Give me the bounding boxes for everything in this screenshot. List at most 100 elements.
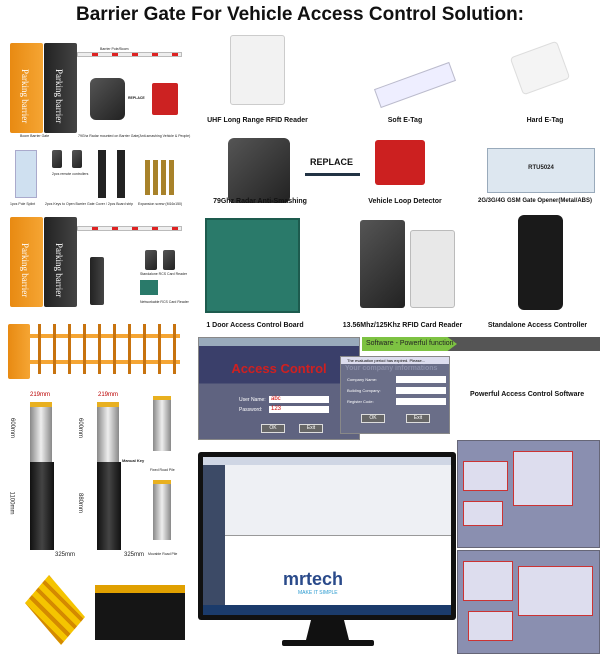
bollards: 219mm 219mm 600mm 600mm 1100mm 880mm 325… bbox=[0, 390, 195, 570]
networkable-label: Networkable RCS Card Reader bbox=[140, 300, 189, 304]
page-title: Barrier Gate For Vehicle Access Control … bbox=[75, 4, 525, 25]
board-strip-icon bbox=[117, 150, 125, 198]
caption-gate: Boom Barrier Gate bbox=[20, 134, 50, 138]
bollard-1 bbox=[30, 402, 52, 462]
software-screenshot bbox=[457, 550, 600, 654]
product-label: 79Ghz Radar Anti-Smashing bbox=[213, 198, 307, 205]
product-label: 2G/3G/4G GSM Gate Opener(Metal/ABS) bbox=[477, 198, 593, 204]
card-reader-icon bbox=[163, 250, 175, 270]
keys-label: 2pcs Keys to Open Barrier Gate Cover / 2… bbox=[45, 202, 134, 206]
loop-detector-icon bbox=[375, 140, 425, 185]
bollard-2 bbox=[97, 402, 119, 462]
monitor-screen: mrtech MAKE IT SIMPLE bbox=[203, 457, 451, 615]
product-label: Standalone Access Controller bbox=[487, 322, 588, 329]
orange-barrier-cabinet: Parking barrier bbox=[10, 43, 43, 133]
orange-barrier-cabinet: Parking barrier bbox=[10, 217, 43, 307]
product-label: Hard E-Tag bbox=[526, 117, 564, 124]
ok-button[interactable]: OK bbox=[261, 424, 285, 433]
black-barrier-cabinet: Parking barrier bbox=[44, 43, 77, 133]
replace-label: REPLACE bbox=[310, 157, 354, 167]
pole-splint-icon bbox=[15, 150, 37, 198]
code-input[interactable] bbox=[396, 398, 446, 405]
building-input[interactable] bbox=[396, 387, 446, 394]
dim-h-bottom-1: 1100mm bbox=[8, 491, 15, 515]
barrier-arm bbox=[77, 52, 182, 57]
control-board-icon bbox=[205, 218, 300, 313]
product-label: Soft E-Tag bbox=[387, 117, 423, 124]
small-barrier bbox=[90, 257, 104, 305]
caption-radar: 79Ghz Radar mounted on Barrier Gate(Anti… bbox=[78, 134, 191, 138]
remote-label: 2pcs remote controllers bbox=[52, 172, 89, 176]
register-heading: Your company informations bbox=[345, 365, 438, 372]
company-label: Company Name: bbox=[347, 377, 378, 382]
soft-tag-icon bbox=[373, 61, 457, 109]
uhf-reader-icon bbox=[230, 35, 285, 105]
software-caption: Powerful Access Control Software bbox=[470, 391, 585, 398]
login-heading: Access Control bbox=[231, 361, 327, 376]
register-titlebar: The evaluation period has expired. Pleas… bbox=[341, 357, 449, 364]
login-titlebar bbox=[199, 338, 359, 346]
bollard-1-base bbox=[30, 462, 54, 550]
barrier-brand-text: Parking barrier bbox=[54, 69, 64, 124]
software-banner: Software - Powerful function bbox=[362, 337, 600, 351]
barrier-brand-text: Parking barrier bbox=[20, 69, 30, 124]
software-screenshot bbox=[457, 440, 600, 548]
movable-pile-label: Movable Road Pile bbox=[148, 552, 178, 556]
barrier-brand-text: Parking barrier bbox=[54, 243, 64, 298]
remote-icon bbox=[72, 150, 82, 168]
board-strip-icon bbox=[98, 150, 106, 198]
barrier-kit-1: Parking barrier Parking barrier Barrier … bbox=[0, 38, 195, 138]
dim-h-top-2: 600mm bbox=[77, 417, 84, 439]
fence-pickets bbox=[38, 324, 180, 374]
standalone-label: Standalone RCS Card Reader bbox=[140, 272, 188, 276]
dim-top-1: 219mm bbox=[30, 392, 51, 398]
pole-splint-label: 1pcs Pole Splint bbox=[10, 202, 36, 206]
dim-top-2: 219mm bbox=[98, 392, 119, 398]
user-label: User Name: bbox=[239, 397, 266, 403]
software-banner-label: Software - Powerful function bbox=[362, 337, 457, 351]
company-input[interactable] bbox=[396, 376, 446, 383]
product-label: UHF Long Range RFID Reader bbox=[207, 117, 308, 124]
product-label: 1 Door Access Control Board bbox=[206, 322, 304, 329]
gsm-model: RTU5024 bbox=[528, 165, 554, 171]
accessories: 1pcs Pole Splint 2pcs remote controllers… bbox=[0, 148, 195, 208]
card-reader-icon bbox=[410, 230, 455, 308]
fence-barrier bbox=[8, 322, 180, 380]
dim-h-top-1: 600mm bbox=[9, 417, 16, 439]
fence-cabinet bbox=[8, 324, 30, 379]
product-label: Vehicle Loop Detector bbox=[368, 198, 442, 205]
black-barrier-cabinet: Parking barrier bbox=[44, 217, 77, 307]
barrier-brand-text: Parking barrier bbox=[20, 243, 30, 298]
mrtech-logo: mrtech bbox=[283, 569, 344, 589]
loop-detector-icon bbox=[152, 83, 178, 115]
password-input[interactable]: 123 bbox=[269, 406, 329, 413]
card-reader-icon bbox=[360, 220, 405, 308]
dim-bottom-1: 325mm bbox=[55, 552, 76, 558]
building-label: Building Company: bbox=[347, 388, 381, 393]
reg-exit-button[interactable]: Exit bbox=[406, 414, 430, 423]
control-board-icon bbox=[140, 280, 158, 295]
screws-label: Expansion screw (M16x150) bbox=[138, 202, 183, 206]
product-label: 13.56Mhz/125Khz RFID Card Reader bbox=[342, 322, 463, 329]
dim-bottom-2: 325mm bbox=[124, 552, 145, 558]
register-window: The evaluation period has expired. Pleas… bbox=[340, 356, 450, 434]
username-input[interactable]: abc bbox=[269, 396, 329, 403]
app-sidebar bbox=[203, 465, 225, 605]
barrier-arm bbox=[77, 226, 182, 231]
replace-label: REPLACE bbox=[128, 96, 145, 100]
card-reader-icon bbox=[145, 250, 157, 270]
manual-key-label: Manual Key bbox=[122, 458, 145, 463]
fixed-pile bbox=[153, 396, 171, 451]
exit-button[interactable]: Exit bbox=[299, 424, 323, 433]
arm-label: Barrier Pole/Boom bbox=[100, 47, 129, 51]
expansion-screw-icon bbox=[145, 160, 175, 195]
reg-ok-button[interactable]: OK bbox=[361, 414, 385, 423]
tyre-killer-1 bbox=[25, 575, 85, 645]
code-label: Register Code: bbox=[347, 399, 374, 404]
radar-icon bbox=[228, 138, 290, 203]
app-menubar bbox=[203, 457, 451, 465]
tyre-killer-2 bbox=[95, 585, 185, 640]
login-window: Access Control User Name: abc Password: … bbox=[198, 337, 360, 440]
gsm-opener-icon: RTU5024 bbox=[487, 148, 595, 193]
app-table bbox=[225, 535, 451, 605]
